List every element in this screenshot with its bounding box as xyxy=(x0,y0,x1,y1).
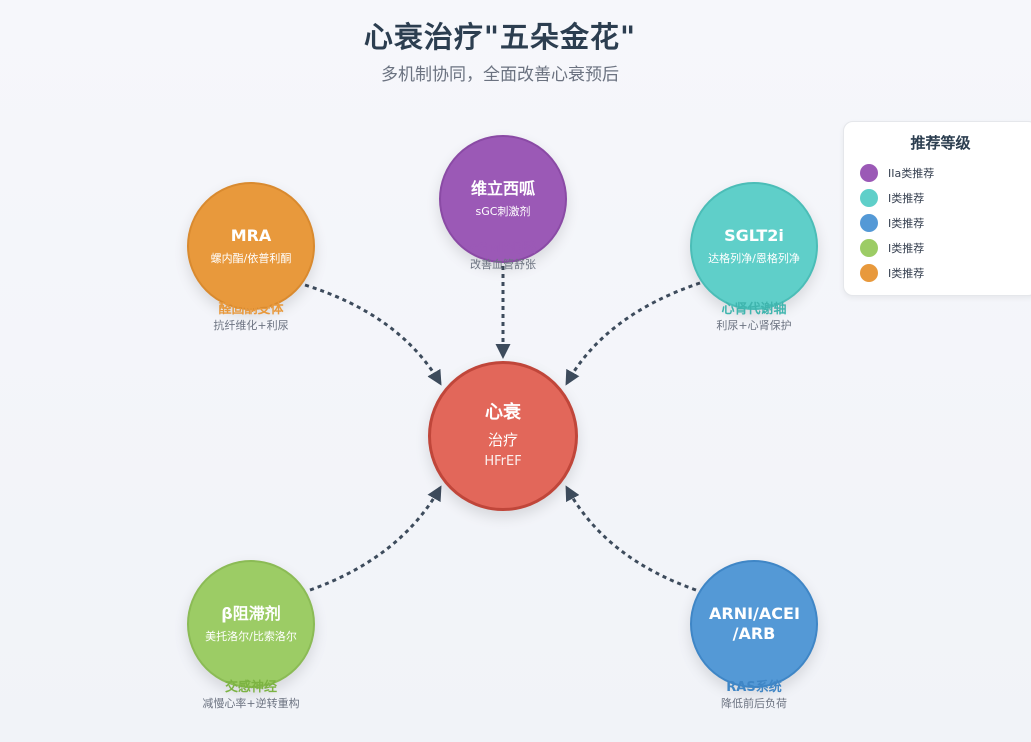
node-sglt2i-sub: 达格列净/恩格列净 xyxy=(708,252,800,265)
center-line3: HFrEF xyxy=(484,454,522,469)
node-sglt2i-name: SGLT2i xyxy=(724,226,784,245)
legend-panel: 推荐等级 IIa类推荐 I类推荐 I类推荐 I类推荐 I类推荐 xyxy=(843,121,1031,296)
caption-arni: RAS系统 降低前后负荷 xyxy=(644,679,864,712)
legend-label: I类推荐 xyxy=(888,242,925,255)
page-title: 心衰治疗"五朵金花" xyxy=(363,20,637,54)
legend-item: I类推荐 xyxy=(860,214,924,232)
legend-item: I类推荐 xyxy=(860,239,924,257)
caption-beta: 交感神经 减慢心率+逆转重构 xyxy=(141,679,361,712)
caption-beta-effect: 减慢心率+逆转重构 xyxy=(202,697,300,710)
node-arni: ARNI/ACEI /ARB xyxy=(690,560,818,688)
page-subtitle: 多机制协同，全面改善心衰预后 xyxy=(381,65,619,85)
center-node-heart-failure: 心衰 治疗 HFrEF xyxy=(428,361,578,511)
caption-arni-pathway: RAS系统 xyxy=(726,680,782,695)
caption-vericiguat-pathway: cGMP通路 xyxy=(469,241,537,256)
legend-swatch xyxy=(860,214,878,232)
node-sglt2i: SGLT2i 达格列净/恩格列净 xyxy=(690,182,818,310)
node-mra: MRA 螺内酯/依普利酮 xyxy=(187,182,315,310)
node-vericiguat-sub: sGC刺激剂 xyxy=(475,205,531,218)
legend-item: IIa类推荐 xyxy=(860,164,934,182)
legend-swatch xyxy=(860,239,878,257)
caption-beta-pathway: 交感神经 xyxy=(224,680,277,695)
caption-mra: 醛固酮受体 抗纤维化+利尿 xyxy=(141,301,361,334)
center-name: 心衰 xyxy=(485,402,521,423)
legend-swatch xyxy=(860,264,878,282)
node-mra-sub: 螺内酯/依普利酮 xyxy=(210,252,292,265)
caption-sglt2i-effect: 利尿+心肾保护 xyxy=(716,319,792,332)
node-beta-sub: 美托洛尔/比索洛尔 xyxy=(205,630,297,643)
arrow-arni xyxy=(565,485,697,592)
caption-mra-effect: 抗纤维化+利尿 xyxy=(213,319,289,332)
node-beta-name: β阻滞剂 xyxy=(221,604,281,623)
center-line2: 治疗 xyxy=(487,431,518,449)
legend-title: 推荐等级 xyxy=(910,134,971,152)
caption-arni-effect: 降低前后负荷 xyxy=(721,697,787,710)
node-beta-blocker: β阻滞剂 美托洛尔/比索洛尔 xyxy=(187,560,315,688)
node-vericiguat-name: 维立西呱 xyxy=(470,179,535,198)
arrow-sglt2i xyxy=(565,281,701,386)
node-mra-name: MRA xyxy=(230,226,272,245)
legend-label: I类推荐 xyxy=(888,192,925,205)
caption-vericiguat-effect: 改善血管舒张 xyxy=(470,258,536,271)
legend-label: I类推荐 xyxy=(888,217,925,230)
caption-vericiguat: cGMP通路 改善血管舒张 xyxy=(393,240,613,273)
legend-swatch xyxy=(860,164,878,182)
legend-label: I类推荐 xyxy=(888,267,925,280)
legend-label: IIa类推荐 xyxy=(888,167,935,180)
node-vericiguat: 维立西呱 sGC刺激剂 xyxy=(439,135,567,263)
arrow-mra xyxy=(304,283,442,386)
caption-mra-pathway: 醛固酮受体 xyxy=(218,302,284,317)
arrow-beta xyxy=(309,485,442,592)
legend-item: I类推荐 xyxy=(860,264,924,282)
caption-sglt2i-pathway: 心肾代谢轴 xyxy=(721,302,787,317)
legend-item: I类推荐 xyxy=(860,189,924,207)
caption-sglt2i: 心肾代谢轴 利尿+心肾保护 xyxy=(644,301,864,334)
node-arni-name: ARNI/ACEI /ARB xyxy=(709,604,800,643)
legend-swatch xyxy=(860,189,878,207)
